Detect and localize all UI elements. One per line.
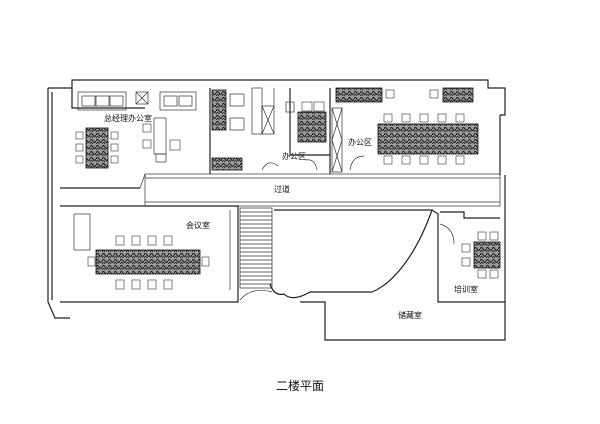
office-b-furniture: [335, 87, 479, 171]
office-a: [285, 88, 331, 174]
floor-title: 二楼平面: [275, 379, 324, 393]
label-meeting-room: 会议室: [186, 220, 210, 230]
office-b-divider: [331, 107, 343, 173]
label-storage-room: 储藏室: [398, 310, 422, 320]
staircase: [239, 207, 273, 289]
gm-office-walls: [60, 88, 211, 189]
atrium-void: [239, 209, 433, 301]
label-office-a: 办公区: [282, 151, 306, 161]
label-gm-office: 总经理办公室: [104, 113, 152, 123]
office-b-chairs-top: [383, 113, 465, 123]
corridor: [144, 173, 501, 207]
training-room-furniture: [439, 223, 501, 279]
middle-storage: [211, 87, 279, 171]
room-labels: 总经理办公室 办公区 办公区 过道 会议室 培训室 储藏室: [104, 113, 478, 320]
label-training-room: 培训室: [454, 284, 478, 294]
meeting-room-furniture: [73, 213, 210, 290]
gm-office-furniture: [75, 91, 197, 169]
office-b-chairs-bottom: [383, 155, 465, 165]
training-room-walls: [431, 209, 505, 303]
label-corridor: 过道: [274, 184, 290, 194]
outer-walls: [47, 79, 506, 341]
label-office-b: 办公区: [348, 137, 372, 147]
meeting-room-walls: [60, 205, 239, 303]
